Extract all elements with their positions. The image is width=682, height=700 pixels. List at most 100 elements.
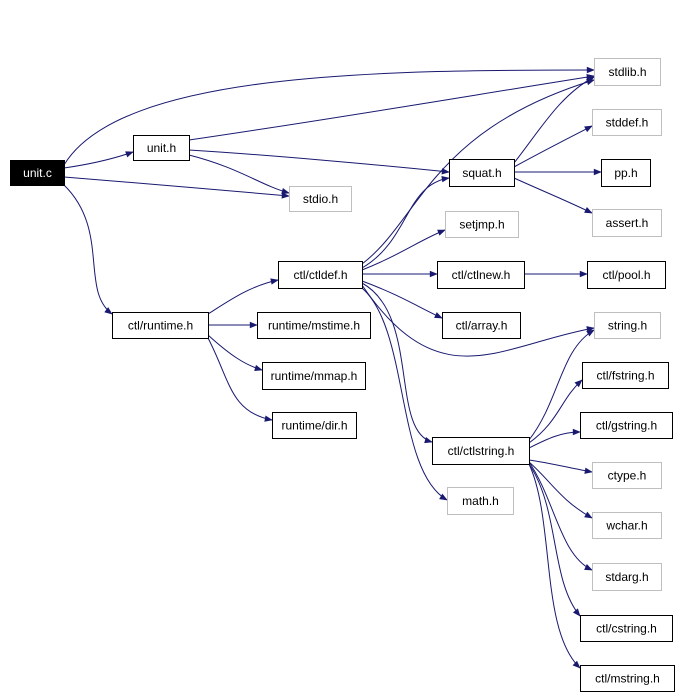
edge-ctldef-h-to-ctlstring-h	[361, 282, 433, 444]
node-box	[449, 159, 515, 187]
node-label: unit.h	[147, 141, 176, 155]
edge-unit-c-to-stdlib-h	[63, 66, 595, 166]
node-label: ctl/runtime.h	[128, 319, 193, 333]
node-box	[257, 312, 371, 339]
node-math-h: math.h	[447, 487, 514, 515]
node-string-h: string.h	[594, 312, 661, 339]
node-box	[580, 412, 673, 439]
node-label: ctl/ctlstring.h	[448, 444, 515, 458]
edge-ctlstring-h-to-fstring-h	[528, 379, 583, 444]
node-box	[594, 312, 661, 339]
node-wchar-h: wchar.h	[592, 512, 662, 539]
node-box	[437, 261, 525, 289]
node-label: wchar.h	[605, 519, 647, 533]
edge-ctldef-h-to-string-h	[361, 284, 595, 357]
edge-unit-c-to-unit-h	[63, 151, 134, 169]
edge-ctlstring-h-to-string-h	[528, 329, 595, 441]
node-ctldef-h[interactable]: ctl/ctldef.h	[278, 261, 363, 289]
edge-unit-h-to-stdio-h	[188, 154, 290, 195]
edge-ctlstring-h-to-cstring-h	[528, 463, 581, 617]
node-runtime-h[interactable]: ctl/runtime.h	[112, 312, 209, 339]
node-box	[592, 462, 662, 489]
edge-unit-c-to-stdio-h	[63, 176, 290, 199]
node-unit-h[interactable]: unit.h	[133, 135, 190, 161]
edge-ctlstring-h-to-mstring-h	[528, 463, 581, 669]
node-label: assert.h	[606, 216, 649, 230]
node-label: ctl/ctldef.h	[293, 268, 347, 282]
edge-squat-h-to-stddef-h	[513, 125, 593, 168]
node-label: runtime/mstime.h	[268, 319, 360, 333]
node-label: ctl/cstring.h	[596, 622, 657, 636]
edge-runtime-h-to-mmap-h	[207, 334, 263, 372]
node-box	[594, 58, 661, 86]
node-cstring-h[interactable]: ctl/cstring.h	[580, 615, 673, 642]
node-label: setjmp.h	[459, 218, 504, 232]
node-box	[278, 261, 363, 289]
node-ctlnew-h[interactable]: ctl/ctlnew.h	[437, 261, 525, 289]
edge-ctldef-h-to-math-h	[361, 287, 448, 501]
node-label: runtime/mmap.h	[271, 369, 358, 383]
node-unit-c[interactable]: unit.c	[10, 160, 65, 186]
edge-ctlstring-h-to-ctype-h	[528, 459, 593, 474]
node-pool-h[interactable]: ctl/pool.h	[587, 261, 666, 289]
node-label: ctl/pool.h	[602, 268, 650, 282]
node-box	[601, 159, 651, 187]
node-label: stdarg.h	[605, 570, 648, 584]
node-box	[580, 665, 675, 692]
node-label: ctl/gstring.h	[596, 419, 657, 433]
node-box	[432, 437, 530, 465]
node-label: runtime/dir.h	[281, 419, 347, 433]
node-ctype-h: ctype.h	[592, 462, 662, 489]
edges-layer	[63, 66, 602, 669]
node-stddef-h: stddef.h	[592, 109, 662, 136]
node-stdarg-h: stdarg.h	[592, 563, 662, 591]
node-fstring-h[interactable]: ctl/fstring.h	[582, 362, 669, 389]
node-box	[592, 109, 662, 136]
edge-runtime-h-to-dir-h	[207, 337, 273, 422]
node-box	[10, 160, 65, 186]
node-array-h[interactable]: ctl/array.h	[442, 312, 521, 339]
node-label: ctl/array.h	[456, 319, 508, 333]
node-pp-h[interactable]: pp.h	[601, 159, 651, 187]
edge-ctldef-h-to-stdlib-h	[361, 79, 595, 265]
edge-unit-h-to-stdlib-h	[188, 73, 595, 141]
node-box	[262, 362, 366, 390]
node-box	[582, 362, 669, 389]
node-label: stdlib.h	[608, 65, 646, 79]
node-gstring-h[interactable]: ctl/gstring.h	[580, 412, 673, 439]
node-box	[445, 211, 519, 238]
node-box	[442, 312, 521, 339]
node-box	[592, 209, 662, 237]
edge-squat-h-to-assert-h	[513, 177, 593, 214]
node-label: unit.c	[23, 166, 52, 180]
node-label: stddef.h	[606, 116, 649, 130]
node-squat-h[interactable]: squat.h	[449, 159, 515, 187]
edge-runtime-h-to-ctldef-h	[207, 278, 279, 315]
node-mstime-h[interactable]: runtime/mstime.h	[257, 312, 371, 339]
edge-squat-h-to-stdlib-h	[513, 76, 595, 164]
node-mmap-h[interactable]: runtime/mmap.h	[262, 362, 366, 390]
edge-ctlstring-h-to-wchar-h	[528, 461, 593, 519]
node-mstring-h[interactable]: ctl/mstring.h	[580, 665, 675, 692]
node-box	[133, 135, 190, 161]
node-label: ctype.h	[608, 469, 647, 483]
node-ctlstring-h[interactable]: ctl/ctlstring.h	[432, 437, 530, 465]
node-label: squat.h	[462, 166, 501, 180]
node-box	[592, 563, 662, 591]
edge-ctldef-h-to-squat-h	[361, 175, 450, 269]
node-setjmp-h: setjmp.h	[445, 211, 519, 238]
edge-ctlstring-h-to-stdarg-h	[528, 461, 593, 571]
edge-ctldef-h-to-setjmp-h	[361, 229, 446, 271]
node-box	[272, 412, 357, 439]
node-label: ctl/ctlnew.h	[452, 268, 511, 282]
edge-ctlstring-h-to-gstring-h	[528, 428, 581, 449]
node-label: stdio.h	[303, 192, 338, 206]
node-box	[289, 186, 352, 212]
nodes-layer: unit.c unit.h stdlib.h stdio.h squat.h stddef…	[10, 58, 675, 692]
node-stdio-h: stdio.h	[289, 186, 352, 212]
node-dir-h[interactable]: runtime/dir.h	[272, 412, 357, 439]
node-box	[580, 615, 673, 642]
node-box	[447, 487, 514, 515]
edge-unit-c-to-runtime-h	[63, 184, 113, 315]
